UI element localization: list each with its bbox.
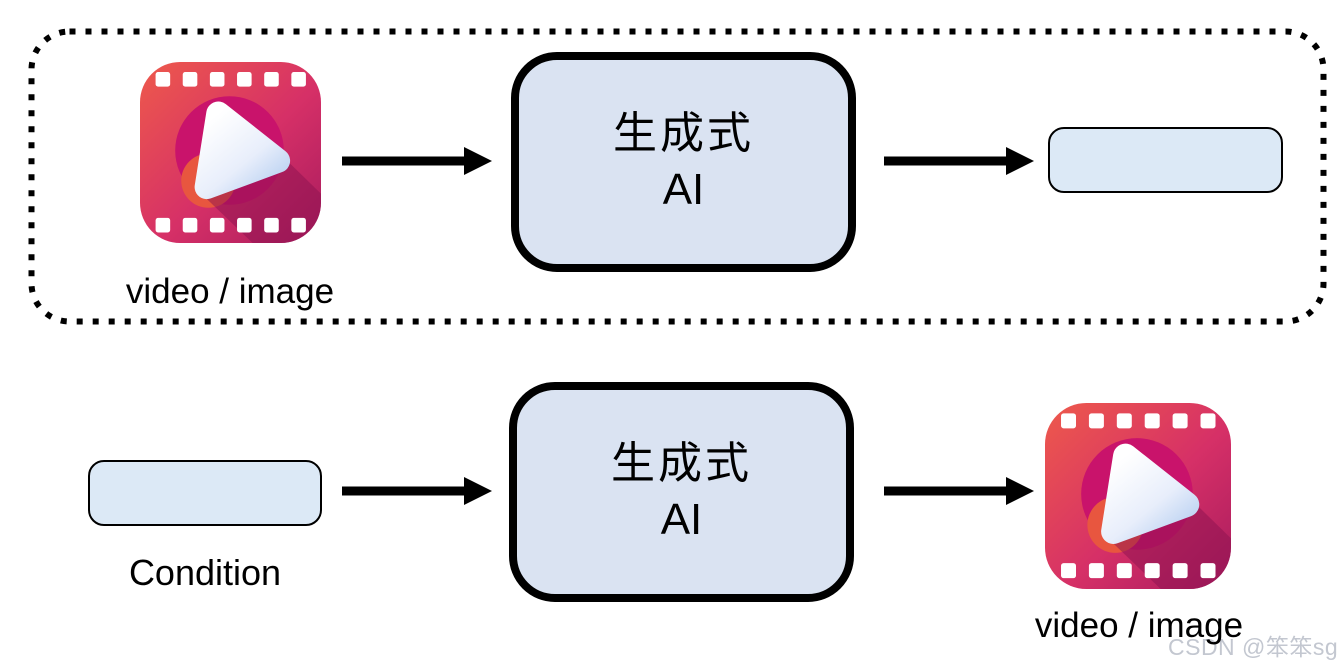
flow-arrow-icon bbox=[342, 477, 492, 505]
csdn-watermark: CSDN @笨笨sg bbox=[1168, 634, 1339, 660]
generative-ai-label-line1: 生成式 bbox=[613, 108, 754, 158]
flow-arrow-icon bbox=[884, 147, 1034, 175]
dashed-group-border bbox=[28, 28, 1327, 325]
bottom-output-label: video / image bbox=[1034, 606, 1244, 645]
generative-ai-box-bottom: 生成式 AI bbox=[509, 382, 854, 602]
condition-placeholder-chip bbox=[88, 460, 322, 526]
generative-ai-label-line1: 生成式 bbox=[611, 438, 752, 488]
video-image-icon bbox=[140, 62, 321, 243]
flow-arrow-icon bbox=[884, 477, 1034, 505]
top-input-label: video / image bbox=[125, 272, 335, 311]
flow-arrow-icon bbox=[342, 147, 492, 175]
generative-ai-label-line2: AI bbox=[662, 165, 705, 214]
video-image-icon bbox=[1045, 403, 1231, 589]
generative-ai-label-line2: AI bbox=[660, 495, 703, 544]
condition-label: Condition bbox=[128, 552, 282, 593]
top-output-placeholder-chip bbox=[1048, 127, 1283, 193]
generative-ai-box-top: 生成式 AI bbox=[511, 52, 856, 272]
